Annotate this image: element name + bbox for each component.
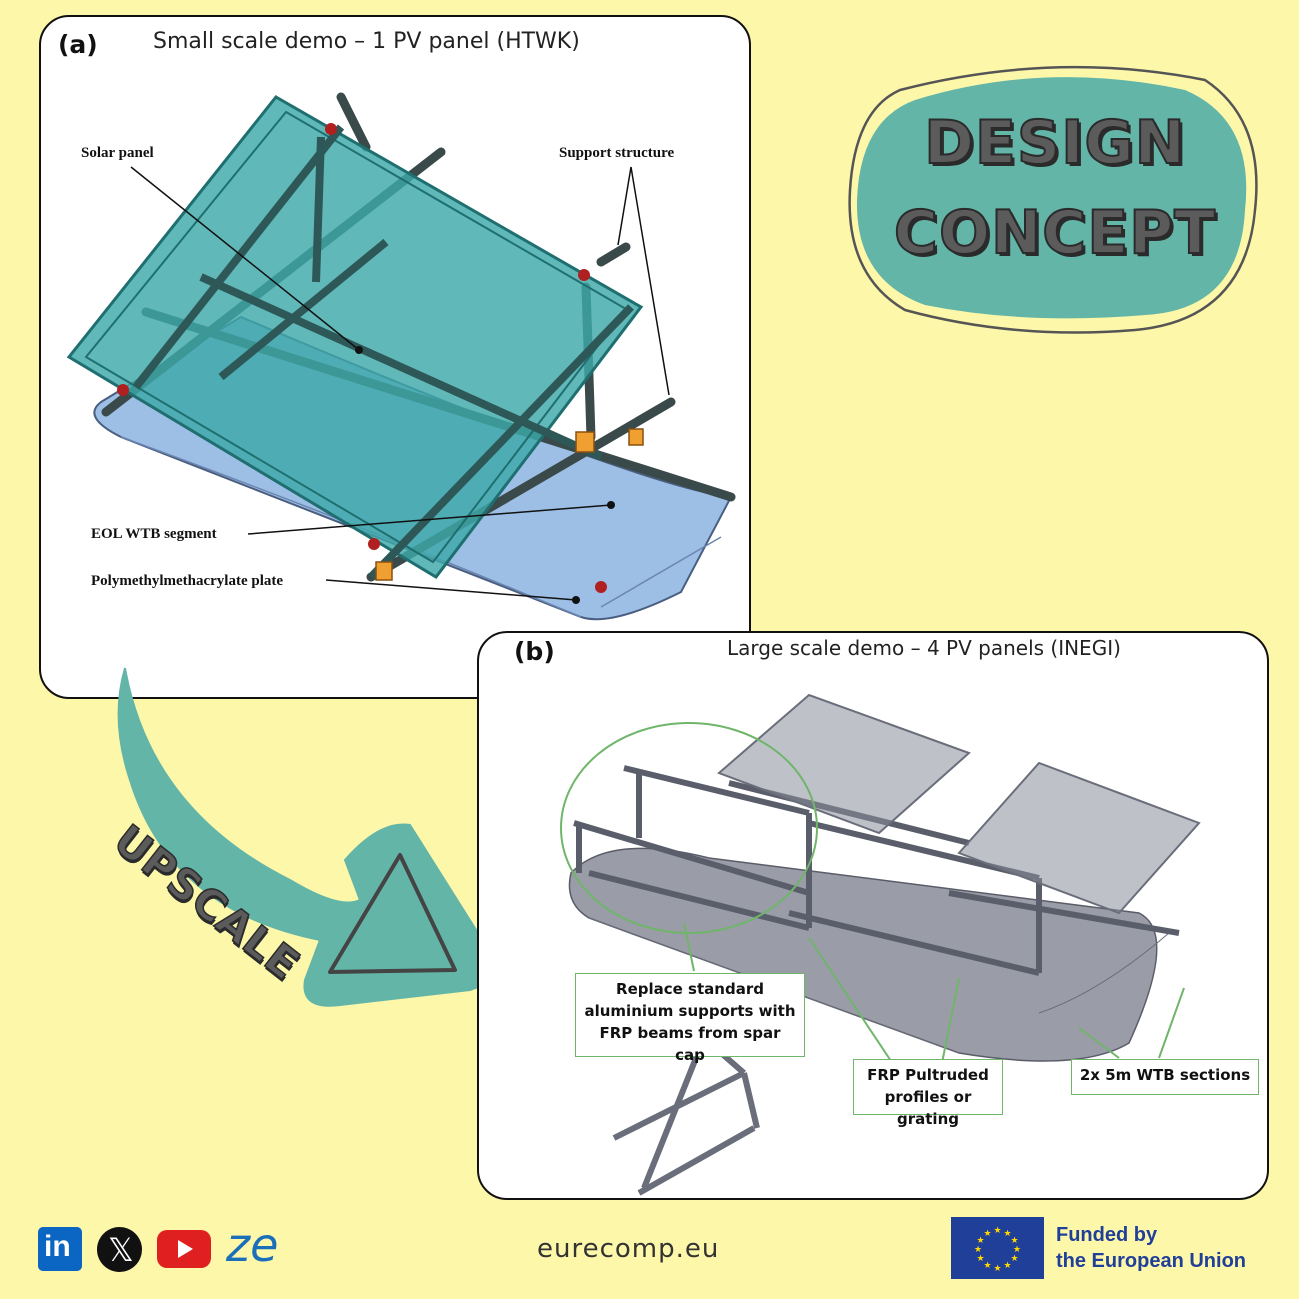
svg-text:★: ★ [1003,1261,1011,1271]
eu-funding-text: Funded by the European Union [1056,1222,1246,1274]
label-eol-wtb-segment: EOL WTB segment [91,526,217,542]
svg-text:★: ★ [983,1261,991,1271]
svg-text:★: ★ [993,1264,1001,1274]
upscale-arrow [117,667,497,1007]
panel-a-small-scale-demo: (a) Small scale demo – 1 PV panel (HTWK)… [39,15,751,699]
eu-flag-icon: ★ ★ ★ ★ ★ ★ ★ ★ ★ ★ ★ ★ [951,1217,1044,1279]
panel-a-letter: (a) [58,30,98,59]
youtube-icon[interactable] [157,1230,211,1268]
panel-frame-members [132,124,634,580]
svg-text:★: ★ [993,1226,1001,1236]
site-url[interactable]: eurecomp.eu [537,1234,720,1264]
linkedin-icon[interactable]: in [38,1227,82,1271]
svg-text:★: ★ [976,1254,984,1264]
pv-panel-2 [957,761,1201,915]
eu-funding-line2: the European Union [1056,1250,1246,1272]
svg-text:★: ★ [976,1236,984,1246]
svg-text:★: ★ [1013,1245,1021,1255]
svg-text:★: ★ [974,1245,982,1255]
svg-text:★: ★ [1003,1229,1011,1239]
design-concept-badge: DESIGN CONCEPT [845,60,1265,350]
label-pmma-plate: Polymethylmethacrylate plate [91,573,284,589]
callout-frp-pultruded: FRP Pultruded profiles or grating [853,1059,1003,1128]
label-support-structure: Support structure [559,145,675,161]
pv-panel-1 [717,693,971,835]
svg-text:★: ★ [1010,1236,1018,1246]
panel-b-large-scale-demo: (b) Large scale demo – 4 PV panels (INEG… [477,631,1269,1200]
x-icon[interactable]: 𝕏 [97,1227,142,1272]
callout-replace-supports: Replace standard aluminium supports with… [575,973,805,1064]
badge-line-design: DESIGN [923,107,1186,179]
panel-b-title: Large scale demo – 4 PV panels (INEGI) [727,636,1121,660]
badge-line-concept: CONCEPT [893,197,1217,269]
panel-a-title: Small scale demo – 1 PV panel (HTWK) [153,29,580,54]
callout-wtb-sections: 2x 5m WTB sections [1071,1059,1259,1095]
panel-a-illustration [66,92,736,621]
badge-blob [856,77,1247,319]
panel-b-letter: (b) [514,637,555,666]
eu-funding-line1: Funded by [1056,1224,1158,1246]
solar-panel-shape [66,95,644,579]
support-highlight-circle [560,722,818,934]
svg-text:★: ★ [1010,1254,1018,1264]
frp-structure [573,765,1180,976]
panel-b-illustration [560,693,1201,1196]
svg-text:★: ★ [983,1229,991,1239]
zenodo-icon[interactable]: ze [226,1218,279,1272]
label-solar-panel: Solar panel [81,145,154,161]
